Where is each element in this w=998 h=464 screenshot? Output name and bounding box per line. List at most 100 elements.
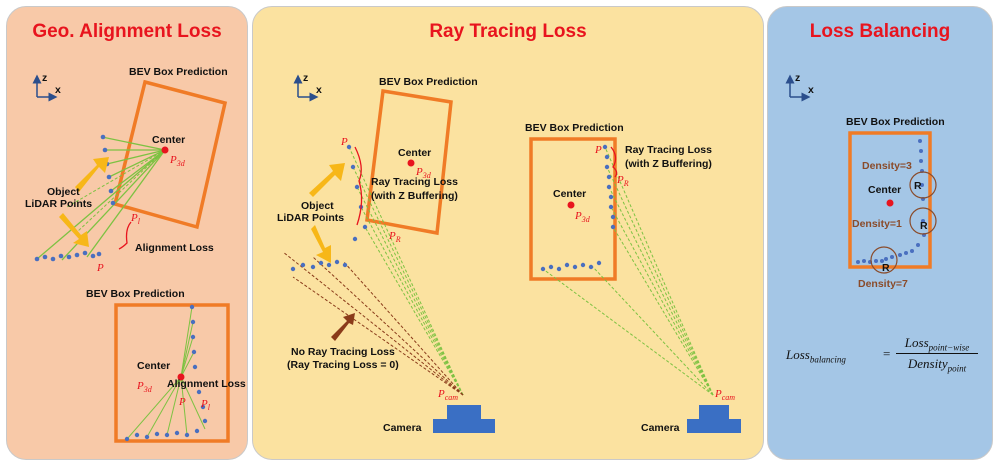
axis-x-label: x	[316, 84, 322, 96]
formula-lhs: Loss	[786, 347, 810, 362]
bev-box-right	[529, 137, 617, 281]
pr-label-left: P	[388, 230, 396, 242]
pl-sub-top: l	[138, 217, 141, 226]
ray-loss-left-2: (with Z Buffering)	[371, 190, 458, 202]
formula-equals: =	[883, 346, 891, 361]
camera-rays-brown-left	[282, 251, 464, 396]
formula-numerator-sub: point−wise	[928, 342, 970, 353]
formula-fraction-bar	[896, 353, 978, 354]
ray-loss-right-1: Ray Tracing Loss	[625, 144, 712, 156]
bev-box-left	[365, 88, 453, 236]
ray-loss-left-1: Ray Tracing Loss	[371, 176, 458, 188]
loss-balancing-title: Loss Balancing	[809, 21, 951, 42]
svg-text:P3d: P3d	[574, 210, 591, 224]
alignment-label-bottom: Alignment Loss	[167, 378, 246, 390]
p-label-right: P	[594, 144, 602, 156]
axis-z-label: z	[303, 72, 308, 84]
lidar-points-left	[290, 144, 368, 272]
box-label-left: BEV Box Prediction	[379, 76, 478, 88]
pcam-sub-right: cam	[722, 393, 736, 402]
axis-icon: z x	[32, 72, 61, 102]
svg-text:P3d: P3d	[169, 154, 186, 168]
bev-box-top	[112, 79, 228, 230]
center-point-bottom	[177, 373, 185, 381]
svg-text:PR: PR	[616, 174, 629, 188]
lidar-points-bal	[856, 139, 926, 264]
p3d-label-top: P	[169, 154, 177, 166]
camera-label-right: Camera	[641, 422, 680, 434]
camera-label-left: Camera	[383, 422, 422, 434]
pl-label-top: P	[130, 212, 138, 224]
p3d-label-right: P	[574, 210, 582, 222]
svg-text:PR: PR	[388, 230, 401, 244]
p-label-left: P	[340, 136, 348, 148]
camera-icon-right	[687, 405, 741, 433]
loss-balancing-panel: Loss Balancing z x BEV Box Prediction R	[767, 6, 993, 460]
p3d-sub-left: 3d	[422, 171, 432, 180]
p-label-bottom: P	[178, 396, 186, 408]
object-label-2: LiDAR Points	[277, 212, 344, 224]
ray-brace-left	[354, 146, 363, 226]
center-point-top	[161, 146, 169, 154]
axis-icon: z x	[785, 72, 814, 102]
density-circles	[870, 171, 937, 274]
alignment-dashed-top	[66, 149, 166, 233]
camera-rays-green-right	[542, 146, 714, 396]
center-label-left: Center	[398, 147, 431, 159]
arrow-object-top	[75, 157, 109, 192]
camera-icon-left	[433, 405, 495, 433]
axis-z-label: z	[42, 72, 47, 84]
geo-alignment-title: Geo. Alignment Loss	[32, 21, 222, 42]
pr-sub-right: R	[623, 179, 629, 188]
center-point-bal	[886, 199, 894, 207]
svg-text:Pcam: Pcam	[437, 388, 458, 402]
ray-brace-right	[610, 146, 618, 178]
object-label-1: Object	[47, 186, 80, 198]
center-point-left	[407, 159, 415, 167]
lidar-points-right	[540, 144, 616, 272]
pr-sub-left: R	[395, 235, 401, 244]
p-label-top: P	[96, 262, 104, 274]
svg-text:Pcam: Pcam	[714, 388, 735, 402]
center-label-top: Center	[152, 134, 185, 146]
p3d-sub-top: 3d	[176, 159, 186, 168]
p3d-sub-right: 3d	[581, 215, 591, 224]
p3d-sub-bottom: 3d	[143, 385, 153, 394]
object-label-2: LiDAR Points	[25, 198, 92, 210]
center-point-right	[567, 201, 575, 209]
axis-z-label: z	[795, 72, 800, 84]
no-loss-label-1: No Ray Tracing Loss	[291, 346, 395, 358]
r-label-2: R	[920, 220, 928, 232]
no-loss-label-2: (Ray Tracing Loss = 0)	[287, 359, 399, 371]
svg-text:Pl: Pl	[200, 398, 211, 412]
box-label-right: BEV Box Prediction	[525, 122, 624, 134]
camera-rays-green-left	[348, 146, 464, 396]
ray-tracing-panel: Ray Tracing Loss z x BEV Box Prediction	[252, 6, 764, 460]
svg-text:P3d: P3d	[136, 380, 153, 394]
geo-alignment-diagram: z x BEV Box Prediction Cen	[25, 66, 246, 443]
box-label-top: BEV Box Prediction	[129, 66, 228, 78]
p3d-label-bottom: P	[136, 380, 144, 392]
center-label-bal: Center	[868, 184, 901, 196]
pl-label-bottom: P	[200, 398, 208, 410]
alignment-rays-bottom	[126, 306, 206, 440]
r-label-1: R	[914, 180, 922, 192]
bev-box-bottom	[114, 303, 230, 443]
density-3-label: Density=3	[862, 160, 912, 172]
box-label-bottom: BEV Box Prediction	[86, 288, 185, 300]
formula-denominator-sub: point	[947, 363, 967, 374]
geo-alignment-panel: Geo. Alignment Loss z x BEV Box Predicti…	[6, 6, 248, 460]
axis-x-label: x	[808, 84, 814, 96]
pcam-label-right: P	[714, 388, 722, 400]
axis-icon: z x	[293, 72, 322, 102]
alignment-label-top: Alignment Loss	[135, 242, 214, 254]
axis-x-label: x	[55, 84, 61, 96]
pl-sub-bottom: l	[208, 403, 211, 412]
ray-loss-right-2: (with Z Buffering)	[625, 158, 712, 170]
alignment-brace-top	[118, 221, 132, 250]
box-label-bal: BEV Box Prediction	[846, 116, 945, 128]
arrow-object-bottom	[59, 213, 89, 247]
arrow-no-loss	[331, 313, 355, 341]
pcam-label-left: P	[437, 388, 445, 400]
formula-lhs-sub: balancing	[809, 354, 846, 365]
